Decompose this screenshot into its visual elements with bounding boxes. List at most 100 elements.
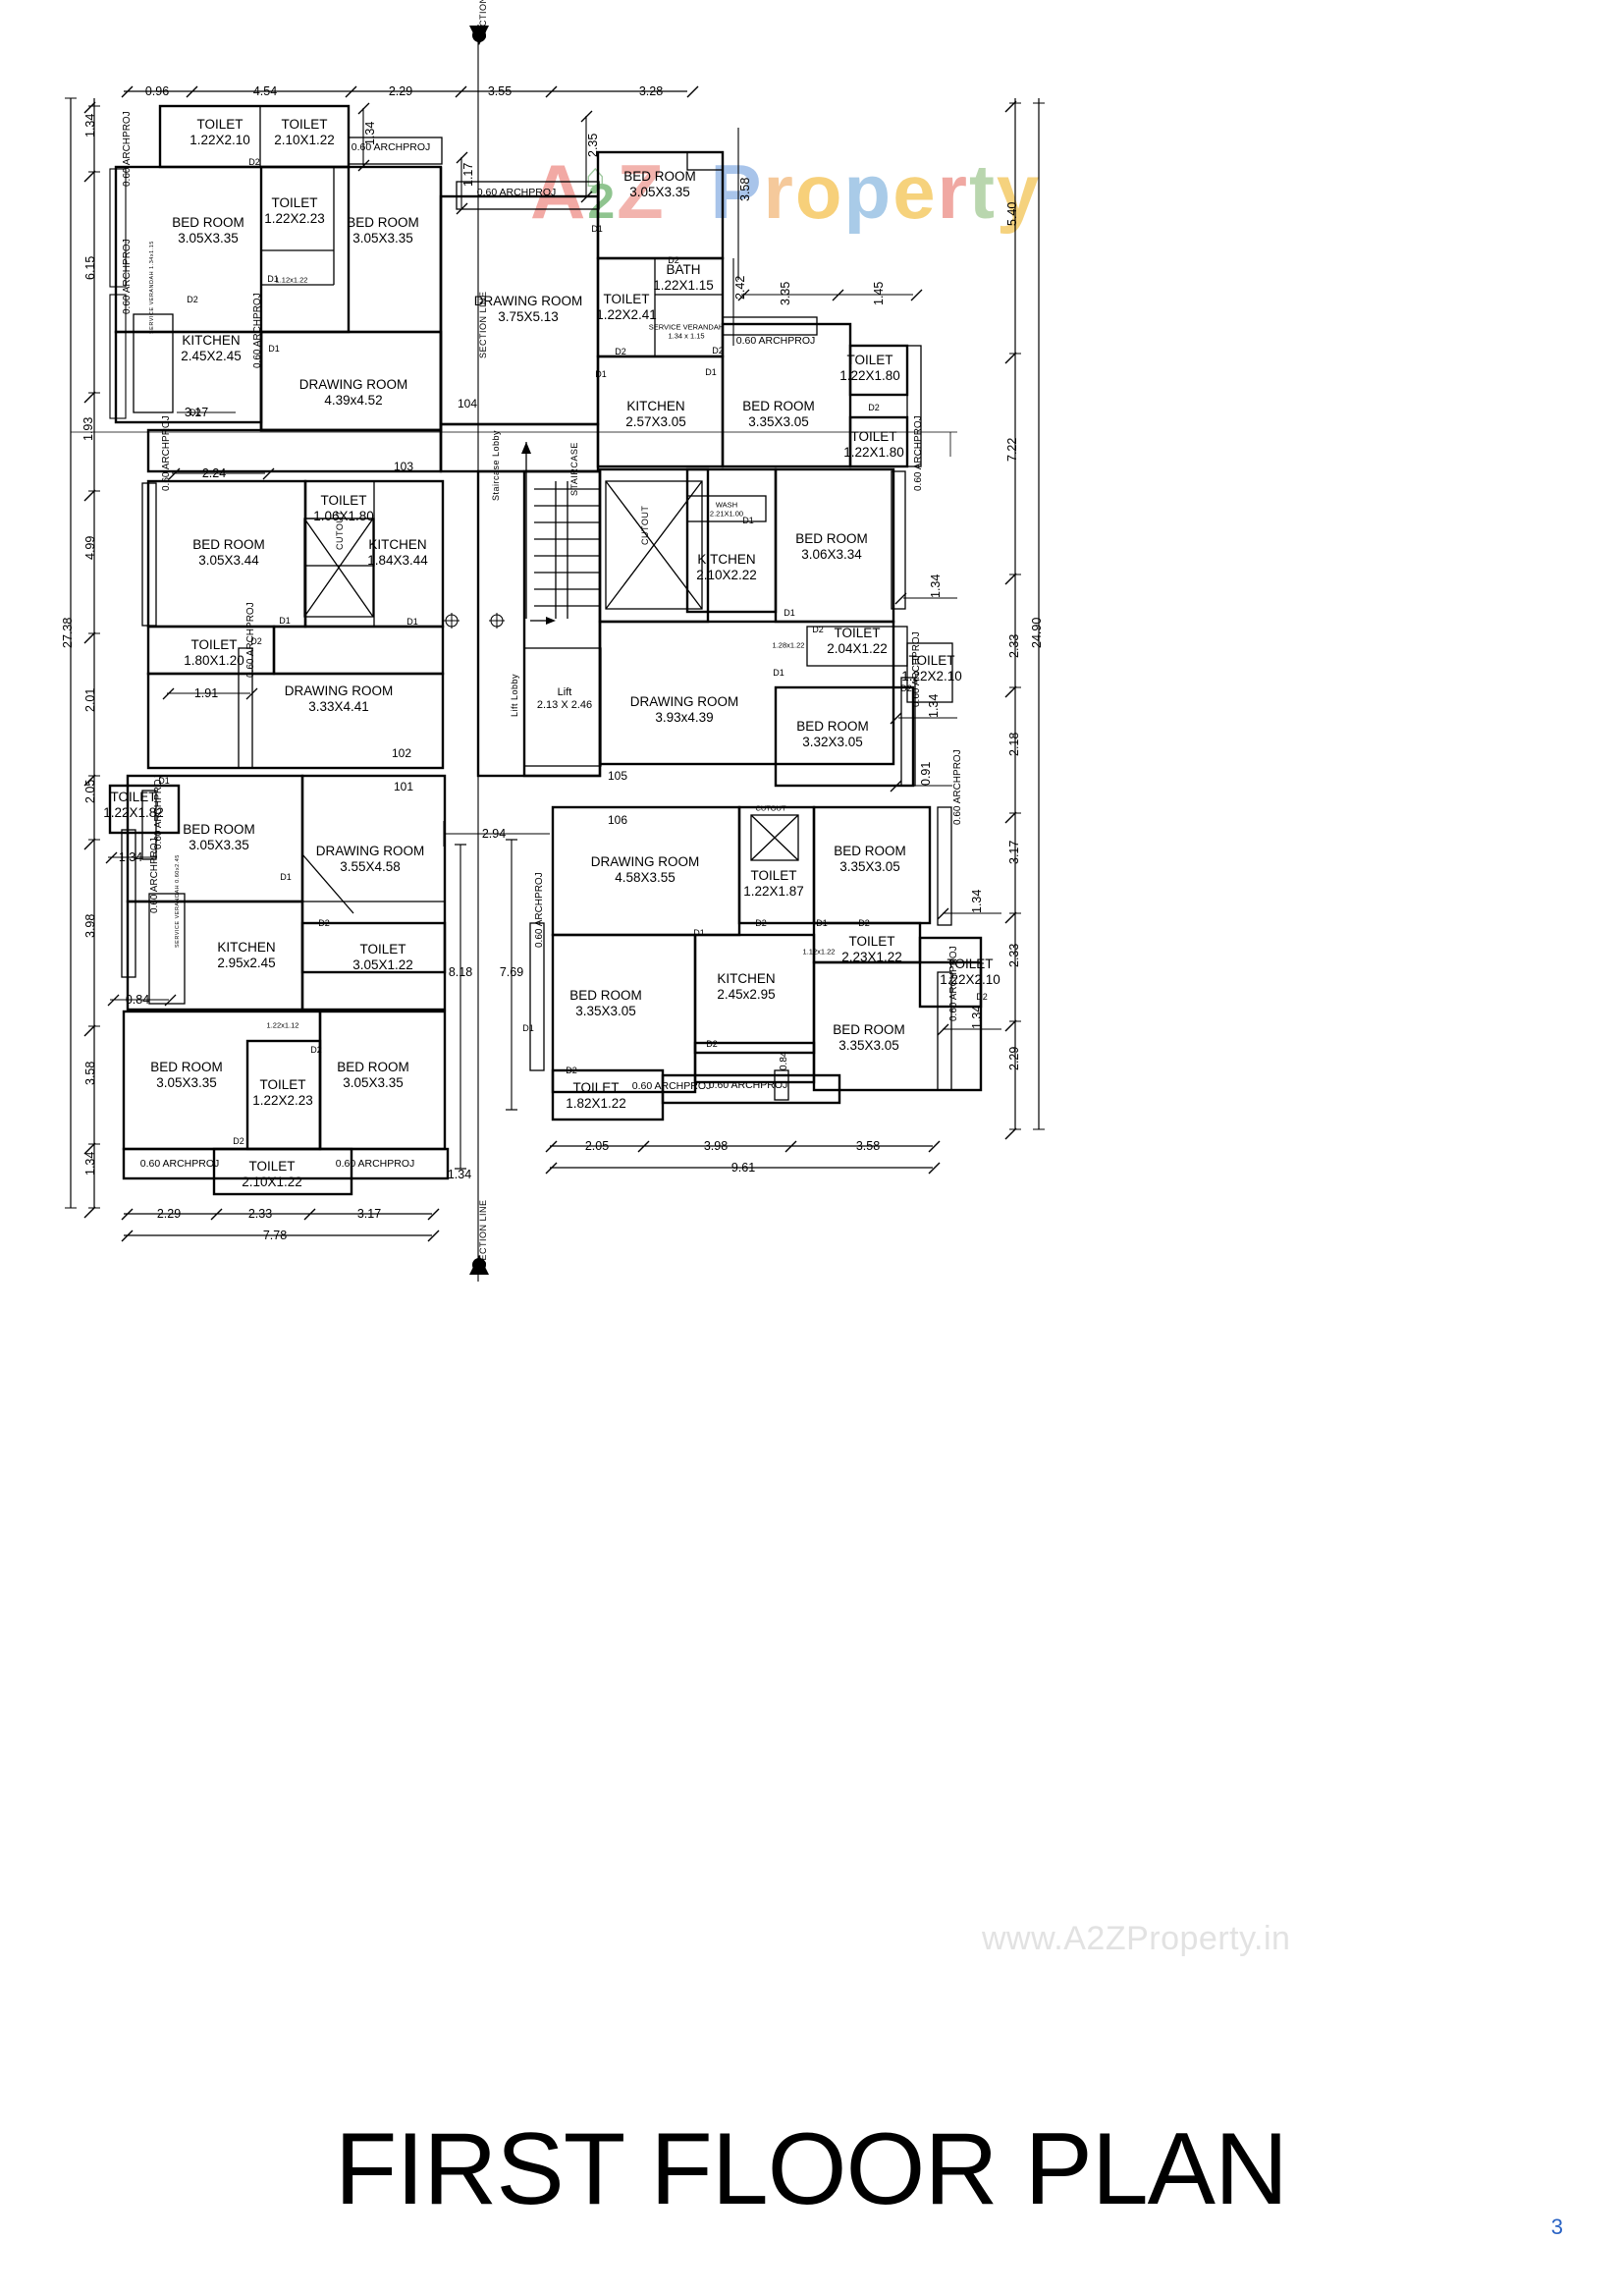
room-name: BED ROOM [172,215,244,231]
dimension-right: 24.90 [1030,617,1044,648]
dimension-bottom: 1.34 [447,1168,472,1181]
door-tag: D2 [812,625,824,634]
room-dimension: 3.93x4.39 [655,710,714,725]
room-dimension: 1.22X2.23 [252,1093,313,1108]
door-tag: D2 [858,918,870,928]
room-name: DRAWING ROOM [298,377,408,393]
room-dimension: 2.45x2.95 [717,987,776,1002]
archproj-label: 0.60 ARCHPROJ [631,1080,712,1092]
dimension-right: 3.58 [738,177,752,201]
dimension-right: 2.42 [733,275,747,300]
room-dimension: 1.22X2.10 [940,972,1000,987]
dimension-right: 5.40 [1005,201,1019,226]
door-tag: D2 [318,918,330,928]
room-dimension: 1.84X3.44 [367,553,428,568]
roof-watermark-icon: ⌂ [585,157,606,194]
dimension-bottom: 7.78 [262,1229,288,1242]
room-name: TOILET [320,493,367,509]
room-name: KITCHEN [697,552,756,568]
room-dimension: 3.33X4.41 [308,699,369,714]
tiny-label: 1.12x1.22 [802,947,836,957]
room-name: BED ROOM [796,719,869,735]
room-dimension: 4.58X3.55 [615,870,676,885]
vertical-text: SECTION LINE [478,1199,488,1267]
door-tag: D1 [742,516,754,525]
dimension-top: 2.29 [388,84,413,98]
door-tag: D2 [712,346,724,355]
svg-text:S: S [476,1262,481,1271]
room-name: BED ROOM [623,169,696,185]
room-dimension: 3.05X1.22 [352,957,413,972]
room-name: TOILET [946,957,994,972]
archproj-label: 0.60 ARCHPROJ [476,187,557,198]
room-name: BED ROOM [337,1060,409,1075]
dimension-left: 1.93 [81,416,95,441]
room-dimension: 1.22X2.23 [264,211,325,226]
door-tag: D1 [591,224,603,234]
door-tag: D1 [522,1023,534,1033]
door-tag: D1 [279,616,291,626]
dimension-right: 1.45 [872,281,886,305]
dimension-left: 3.98 [83,913,97,938]
room-dimension: 1.22X2.10 [189,133,250,147]
dimension-right: 1.17 [461,162,475,187]
dimension-right: 2.35 [586,133,600,157]
archproj-label: 0.60 ARCHPROJ [139,1158,220,1170]
door-tag: D2 [900,683,912,693]
dimension-right: 1.34 [970,889,984,913]
room-number: 106 [607,813,628,827]
room-dimension: 2.10X2.22 [696,568,757,582]
room-dimension: 3.32X3.05 [802,735,863,749]
room-name: TOILET [281,117,328,133]
tiny-label: CUTOUT [755,803,786,813]
dimension-top: 3.28 [638,84,664,98]
tiny-label: 1.12x1.22 [275,275,308,285]
door-tag: D2 [250,636,262,646]
room-name: KITCHEN [182,333,241,349]
room-name: DRAWING ROOM [473,294,583,309]
room-name: DRAWING ROOM [315,844,425,859]
archproj-label-vertical: 0.60 ARCHPROJ [948,946,959,1021]
room-dimension: 4.39x4.52 [324,393,383,408]
room-name: BED ROOM [795,531,868,547]
room-dimension: 1.22X1.80 [843,445,904,460]
room-name: BED ROOM [742,399,815,414]
room-dimension: 3.35X3.05 [838,1038,899,1053]
door-tag: D2 [566,1066,577,1075]
small-room-dimension: 2.13 X 2.46 [536,699,593,711]
dimension-top: 4.54 [252,84,278,98]
dimension-top: 0.96 [144,84,170,98]
dimension-bottom: 2.29 [156,1207,182,1221]
dimension-right: 0.91 [919,761,933,786]
room-name: TOILET [908,653,955,669]
dimension-bottom: 1.91 [193,686,219,700]
dimension-right: 2.33 [1007,943,1021,967]
dimension-bottom: 3.17 [356,1207,382,1221]
door-tag: D2 [248,157,260,167]
room-dimension: 2.23X1.22 [841,950,902,964]
room-name: TOILET [359,942,406,957]
room-name: BED ROOM [192,537,265,553]
dimension-right: 3.17 [1007,840,1021,864]
room-name: BED ROOM [569,988,642,1004]
dimension-left: 6.15 [83,255,97,280]
room-dimension: 1.22X2.10 [901,669,962,683]
door-tag: D1 [268,344,280,354]
room-dimension: 2.10X1.22 [274,133,335,147]
